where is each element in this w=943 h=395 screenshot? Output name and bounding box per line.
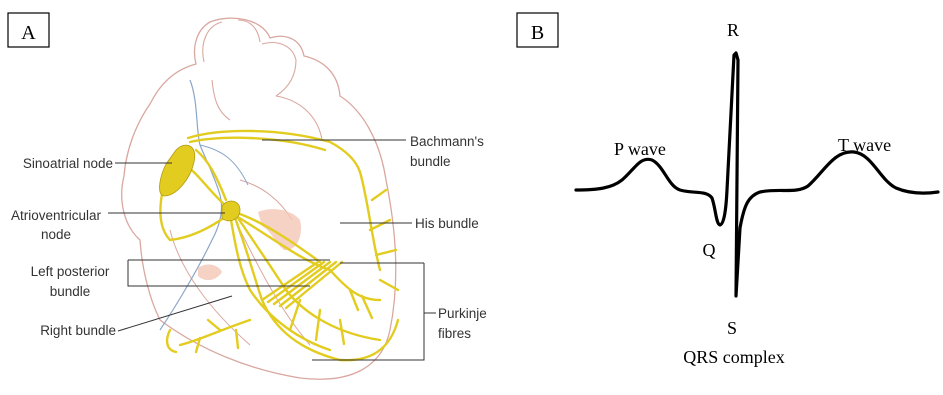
label-qrs-complex: QRS complex: [683, 347, 785, 367]
label-t-wave: T wave: [838, 135, 891, 155]
label-his-bundle: His bundle: [415, 216, 479, 231]
leader-lines: [108, 140, 436, 360]
ecg-trace: [576, 53, 938, 296]
panel-a-label: A: [21, 22, 36, 44]
label-left-posterior-1: Left posterior: [31, 264, 110, 279]
sinoatrial-node-shape: [160, 145, 195, 196]
label-atrioventricular-node-2: node: [41, 227, 71, 242]
panel-a: A: [8, 13, 487, 379]
label-sinoatrial-node: Sinoatrial node: [23, 156, 113, 171]
label-right-bundle: Right bundle: [40, 323, 116, 338]
panel-b: B P wave T wave R Q S QRS complex: [517, 13, 938, 367]
conduction-system: [160, 131, 398, 360]
label-purkinje-1: Purkinje: [438, 306, 487, 321]
label-s: S: [727, 318, 737, 338]
atrioventricular-node-shape: [222, 201, 240, 221]
label-purkinje-2: fibres: [438, 326, 471, 341]
label-atrioventricular-node-1: Atrioventricular: [11, 208, 102, 223]
label-bachmann-1: Bachmann's: [410, 134, 484, 149]
label-r: R: [727, 20, 739, 40]
vessel-line: [160, 80, 222, 330]
label-p-wave: P wave: [614, 139, 666, 159]
label-bachmann-2: bundle: [410, 154, 451, 169]
label-left-posterior-2: bundle: [50, 284, 91, 299]
label-q: Q: [703, 240, 716, 260]
vessel-line-2: [200, 145, 248, 185]
tissue-patch-2: [198, 265, 222, 281]
panel-b-label: B: [531, 22, 544, 44]
